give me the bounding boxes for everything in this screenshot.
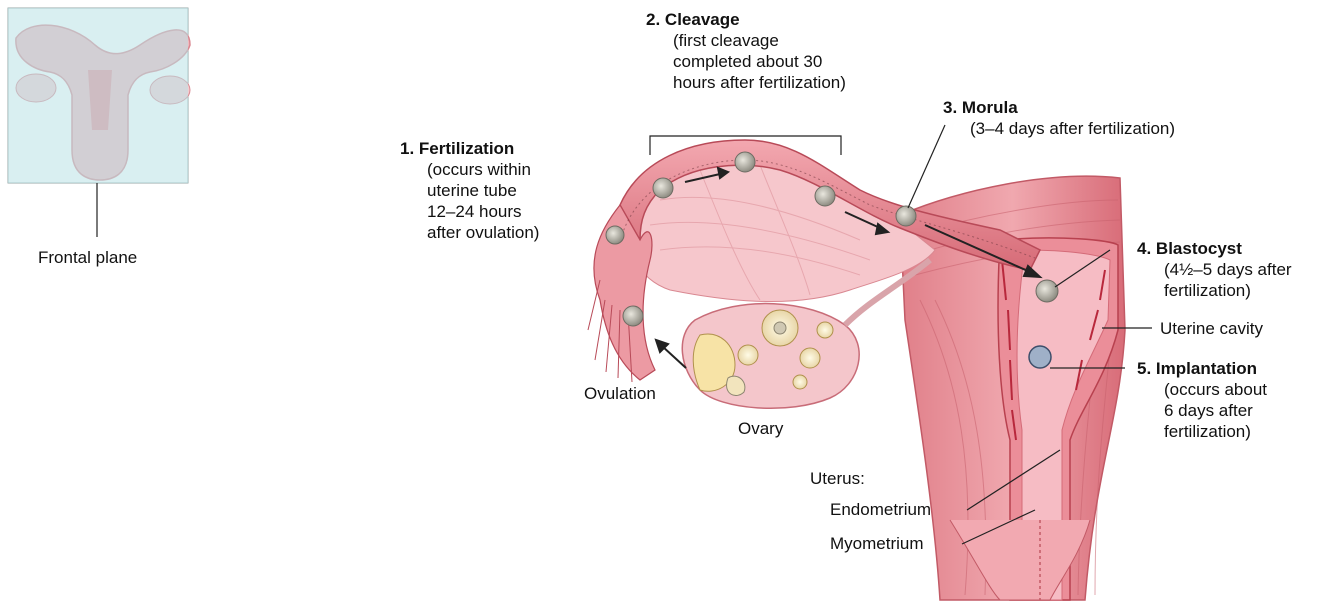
stage-number: 3. [943,98,957,117]
stage-cleavage-label: 2. Cleavage (first cleavage completed ab… [646,9,846,93]
stage-note-line: fertilization) [1137,421,1267,442]
inset-thumbnail [8,8,190,237]
cleavage-embryo-3 [815,186,835,206]
stage-implantation-label: 5. Implantation (occurs about 6 days aft… [1137,358,1267,442]
uterine-cavity-label: Uterine cavity [1160,318,1263,339]
stage-note-line: hours after fertilization) [646,72,846,93]
blastocyst-embryo [1036,280,1058,302]
stage-note-line: 12–24 hours [400,201,539,222]
stage-note-line: (3–4 days after fertilization) [943,118,1175,139]
stage-note-line: (occurs within [400,159,539,180]
stage-title: Morula [962,98,1018,117]
ovulated-oocyte [623,306,643,326]
stage-note-line: (4½–5 days after [1137,259,1292,280]
stage-number: 1. [400,139,414,158]
stage-title: Cleavage [665,10,740,29]
myometrium-label: Myometrium [830,533,924,554]
cleavage-embryo-2 [735,152,755,172]
fertilized-zygote [606,226,624,244]
frontal-plane-overlay [8,8,188,183]
stage-note-line: (occurs about [1137,379,1267,400]
stage-title: Fertilization [419,139,514,158]
stage-title: Blastocyst [1156,239,1242,258]
implanting-embryo [1029,346,1051,368]
cleavage-embryo-1 [653,178,673,198]
stage-note-line: after ovulation) [400,222,539,243]
stage-note-line: uterine tube [400,180,539,201]
stage-fertilization-label: 1. Fertilization (occurs within uterine … [400,138,539,243]
stage-note-line: fertilization) [1137,280,1292,301]
stage-blastocyst-label: 4. Blastocyst (4½–5 days after fertiliza… [1137,238,1292,301]
morula-embryo [896,206,916,226]
stage-morula-label: 3. Morula (3–4 days after fertilization) [943,97,1175,139]
stage-note-line: (first cleavage [646,30,846,51]
stage-number: 5. [1137,359,1151,378]
uterus-label: Uterus: [810,468,865,489]
stage-title: Implantation [1156,359,1257,378]
stage-number: 4. [1137,239,1151,258]
frontal-plane-label: Frontal plane [38,247,137,268]
stage-note-line: completed about 30 [646,51,846,72]
endometrium-label: Endometrium [830,499,931,520]
morula-leader [908,125,945,208]
ovary-label: Ovary [738,418,783,439]
ovulation-label: Ovulation [584,383,656,404]
stage-note-line: 6 days after [1137,400,1267,421]
stage-number: 2. [646,10,660,29]
